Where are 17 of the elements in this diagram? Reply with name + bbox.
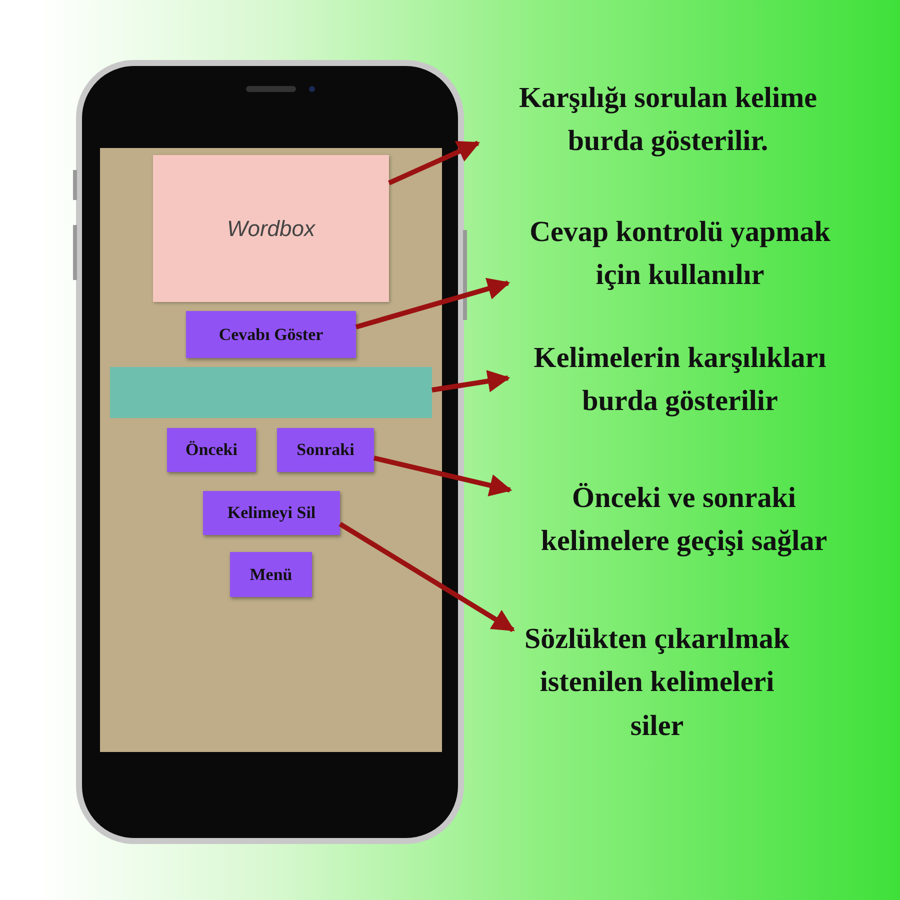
annotation-text: Karşılığı sorulan kelime burda gösterilir. bbox=[480, 78, 856, 162]
button: Menü bbox=[230, 552, 312, 597]
arrow bbox=[388, 140, 480, 186]
word-label: Wordbox bbox=[226, 216, 316, 242]
annotation-text: Sözlükten çıkarılmak istenilen kelimeleri siler bbox=[515, 618, 799, 748]
word-display-box bbox=[153, 155, 389, 302]
arrow bbox=[373, 456, 512, 496]
answer-display-bar bbox=[110, 367, 432, 418]
annotation-text: Cevap kontrolü yapmak için kullanılır bbox=[510, 212, 850, 296]
button: Sonraki bbox=[277, 428, 374, 472]
button: Önceki bbox=[167, 428, 256, 472]
button: Cevabı Göster bbox=[186, 311, 356, 358]
arrow bbox=[338, 522, 515, 632]
annotation-text: Kelimelerin karşılıkları burda gösterilir bbox=[510, 338, 850, 422]
arrow bbox=[355, 278, 510, 330]
annotation-text: Önceki ve sonraki kelimelere geçişi sağlar bbox=[512, 478, 856, 562]
button: Kelimeyi Sil bbox=[203, 491, 340, 535]
